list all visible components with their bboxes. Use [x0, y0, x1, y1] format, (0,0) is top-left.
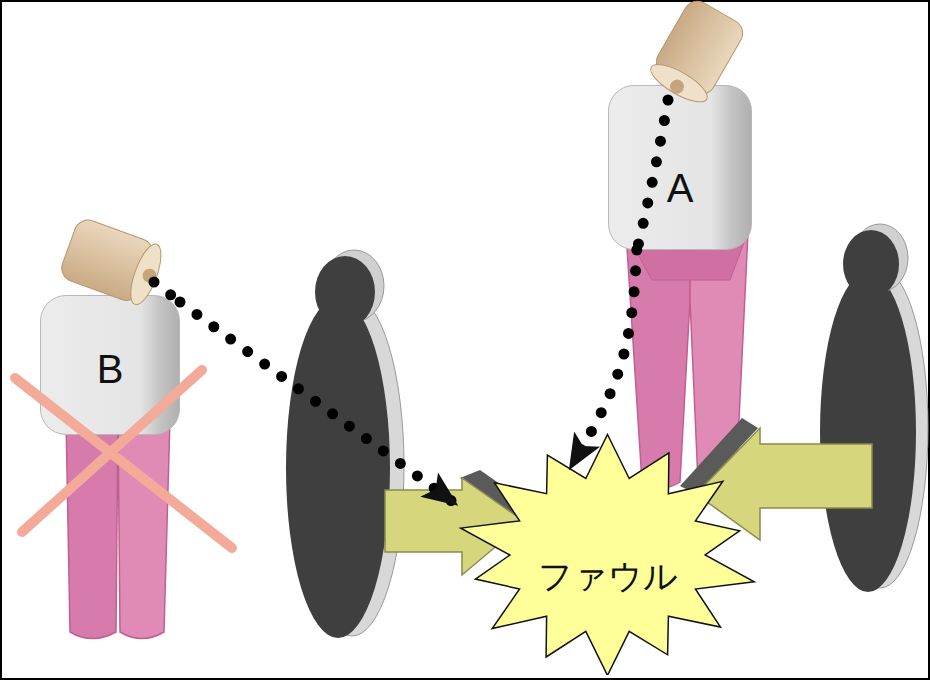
- player-head: [315, 256, 375, 328]
- referee-torso: B: [40, 295, 180, 435]
- player-body-edge: [300, 296, 404, 636]
- referee-torso: A: [608, 85, 752, 250]
- gaze-arrow: [571, 250, 637, 467]
- referee-leg: [118, 418, 170, 639]
- player-body: [286, 298, 390, 638]
- foul-label: ファウル: [538, 554, 678, 600]
- referee-leg: [626, 232, 690, 488]
- player-head: [843, 230, 899, 298]
- referee-leg: [690, 232, 748, 488]
- referee-leg: [66, 418, 118, 639]
- referee-letter: B: [97, 347, 124, 392]
- starburst-shape: [461, 435, 754, 676]
- starburst-outline: [455, 430, 760, 675]
- push-arrow: [696, 428, 872, 540]
- player-body: [820, 272, 916, 592]
- player-head-edge: [324, 250, 384, 322]
- referee-nose: [141, 267, 159, 285]
- referee-head-side: [58, 216, 157, 304]
- foul-starburst: ファウル: [455, 430, 760, 675]
- player-body-edge: [832, 268, 928, 588]
- gaze-arrow: [180, 302, 455, 504]
- player-head-edge: [852, 224, 908, 292]
- referee-letter: A: [667, 166, 694, 211]
